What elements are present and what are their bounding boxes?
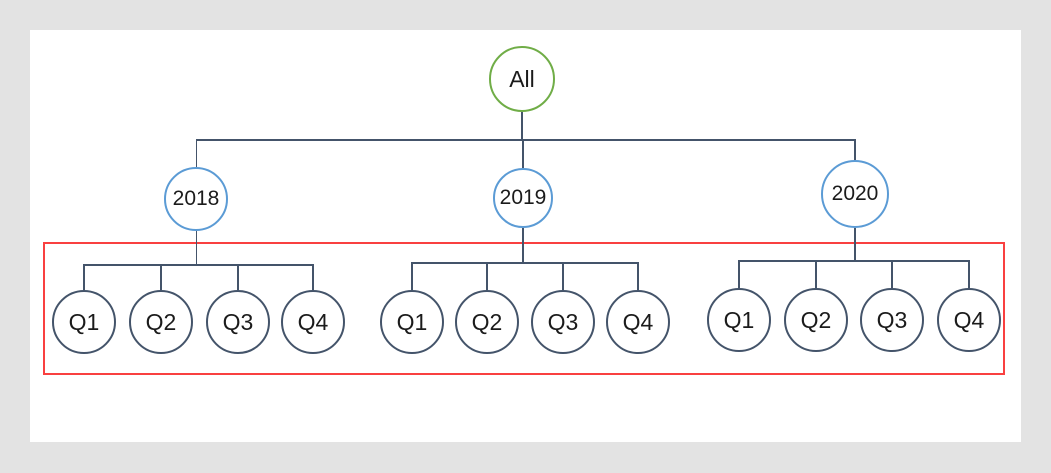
connector-drop-2019 bbox=[522, 140, 524, 168]
connector-2019-q1-drop bbox=[411, 263, 413, 290]
connector-2020-q2-drop bbox=[815, 261, 817, 288]
quarter-label: Q2 bbox=[471, 308, 503, 335]
quarter-label: Q3 bbox=[547, 308, 579, 335]
quarter-node-2018-q1: Q1 bbox=[52, 290, 116, 354]
connector-2019-bus bbox=[411, 262, 640, 264]
quarter-node-2020-q2: Q2 bbox=[784, 288, 848, 352]
quarter-label: Q4 bbox=[953, 306, 985, 333]
connector-drop-2018 bbox=[195, 140, 197, 167]
quarter-label: Q1 bbox=[723, 306, 755, 333]
year-label: 2018 bbox=[172, 187, 220, 210]
year-node-2020: 2020 bbox=[821, 160, 889, 228]
connector-level1-bus bbox=[195, 139, 856, 141]
quarter-node-2018-q4: Q4 bbox=[281, 290, 345, 354]
quarter-node-2020-q4: Q4 bbox=[937, 288, 1001, 352]
connector-2019-q2-drop bbox=[486, 263, 488, 290]
quarter-label: Q2 bbox=[145, 308, 177, 335]
connector-drop-2020 bbox=[854, 140, 856, 160]
quarter-node-2020-q3: Q3 bbox=[860, 288, 924, 352]
connector-2020-bus bbox=[738, 260, 971, 262]
quarter-label: Q3 bbox=[222, 308, 254, 335]
quarter-label: Q1 bbox=[68, 308, 100, 335]
connector-2019-q3-drop bbox=[562, 263, 564, 290]
quarter-label: Q4 bbox=[297, 308, 329, 335]
connector-2020-q1-drop bbox=[738, 261, 740, 288]
connector-2018-q1-drop bbox=[83, 265, 85, 290]
quarter-label: Q4 bbox=[622, 308, 654, 335]
year-label: 2020 bbox=[831, 182, 879, 205]
connector-2018-bus bbox=[83, 264, 315, 266]
connector-2019-q4-drop bbox=[637, 263, 639, 290]
quarter-label: Q1 bbox=[396, 308, 428, 335]
connector-2020-drop bbox=[854, 228, 856, 261]
connector-root-drop bbox=[521, 112, 523, 140]
quarter-label: Q2 bbox=[800, 306, 832, 333]
quarter-node-2019-q2: Q2 bbox=[455, 290, 519, 354]
quarter-node-2019-q4: Q4 bbox=[606, 290, 670, 354]
year-node-2018: 2018 bbox=[164, 167, 228, 231]
connector-2018-q3-drop bbox=[237, 265, 239, 290]
quarter-label: Q3 bbox=[876, 306, 908, 333]
connector-2020-q4-drop bbox=[968, 261, 970, 288]
quarter-node-2020-q1: Q1 bbox=[707, 288, 771, 352]
quarter-node-2018-q3: Q3 bbox=[206, 290, 270, 354]
quarter-node-2019-q1: Q1 bbox=[380, 290, 444, 354]
year-label: 2019 bbox=[499, 186, 547, 209]
quarter-node-2019-q3: Q3 bbox=[531, 290, 595, 354]
root-node: All bbox=[489, 46, 555, 112]
root-label: All bbox=[509, 65, 535, 92]
connector-2018-drop bbox=[195, 231, 197, 265]
year-node-2019: 2019 bbox=[493, 168, 553, 228]
connector-2019-drop bbox=[522, 228, 524, 263]
connector-2018-q4-drop bbox=[312, 265, 314, 290]
quarter-node-2018-q2: Q2 bbox=[129, 290, 193, 354]
connector-2020-q3-drop bbox=[891, 261, 893, 288]
connector-2018-q2-drop bbox=[160, 265, 162, 290]
quarters-highlight-box bbox=[43, 242, 1005, 375]
